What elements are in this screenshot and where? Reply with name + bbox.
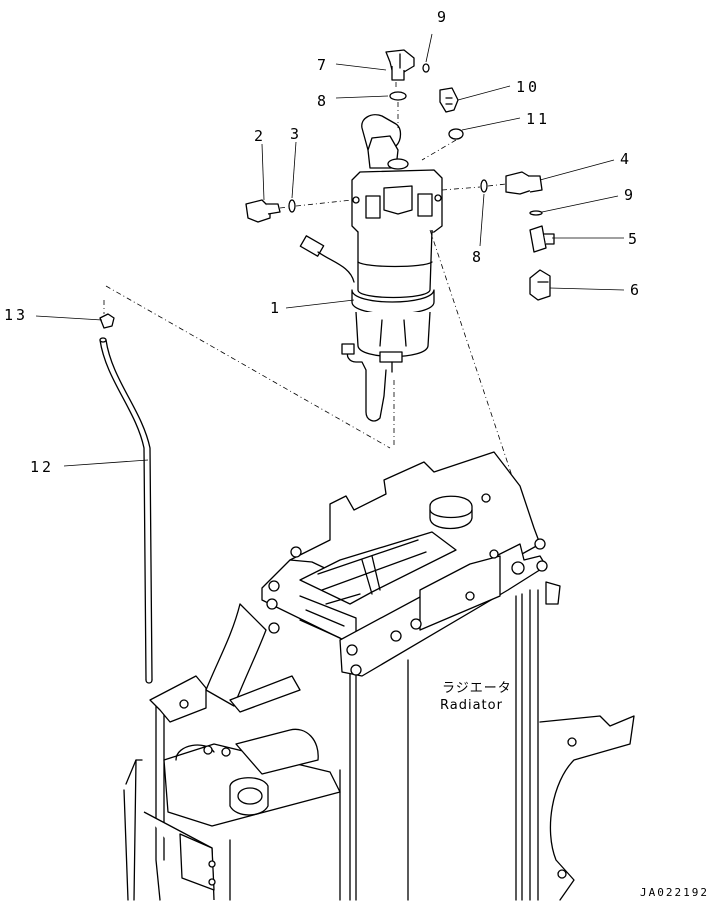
o-ring-8-top xyxy=(389,91,407,101)
clip-13 xyxy=(99,313,115,329)
callout-3: 3 xyxy=(290,125,302,143)
tee-5 xyxy=(529,225,555,253)
callout-6: 6 xyxy=(630,281,642,299)
callout-13: 13 xyxy=(4,306,28,324)
radiator-label-jp: ラジエータ xyxy=(442,681,512,696)
callout-4: 4 xyxy=(620,150,632,168)
callouts: 9 7 8 10 11 2 3 4 9 5 8 6 1 13 12 xyxy=(4,8,642,476)
callout-9-right: 9 xyxy=(624,186,636,204)
callout-12: 12 xyxy=(30,458,54,476)
o-ring-9-right xyxy=(529,210,543,216)
radiator-label-en: Radiator xyxy=(440,698,503,713)
elbow-fitting-7 xyxy=(385,49,415,81)
callout-2: 2 xyxy=(254,127,266,145)
elbow-4 xyxy=(505,171,543,195)
callout-11: 11 xyxy=(526,110,550,128)
callout-8-right: 8 xyxy=(472,248,484,266)
callout-9-top: 9 xyxy=(437,8,449,26)
radiator xyxy=(123,451,635,901)
o-ring-8-right xyxy=(480,179,488,193)
washer-11 xyxy=(448,128,464,140)
callout-10: 10 xyxy=(516,78,540,96)
assembly-lines xyxy=(103,82,521,501)
fuel-filter-assembly xyxy=(299,114,443,422)
connector-6 xyxy=(529,269,551,301)
callout-5: 5 xyxy=(628,230,640,248)
leader-lines xyxy=(35,33,625,467)
drawing-code: JA022192 xyxy=(640,886,709,899)
callout-7: 7 xyxy=(317,56,329,74)
hose-12 xyxy=(99,337,153,684)
bolt-10 xyxy=(439,87,459,113)
o-ring-9-top xyxy=(422,63,430,73)
plug-2 xyxy=(245,199,281,223)
o-ring-3 xyxy=(288,199,296,213)
callout-8-top: 8 xyxy=(317,92,329,110)
callout-1: 1 xyxy=(270,299,282,317)
